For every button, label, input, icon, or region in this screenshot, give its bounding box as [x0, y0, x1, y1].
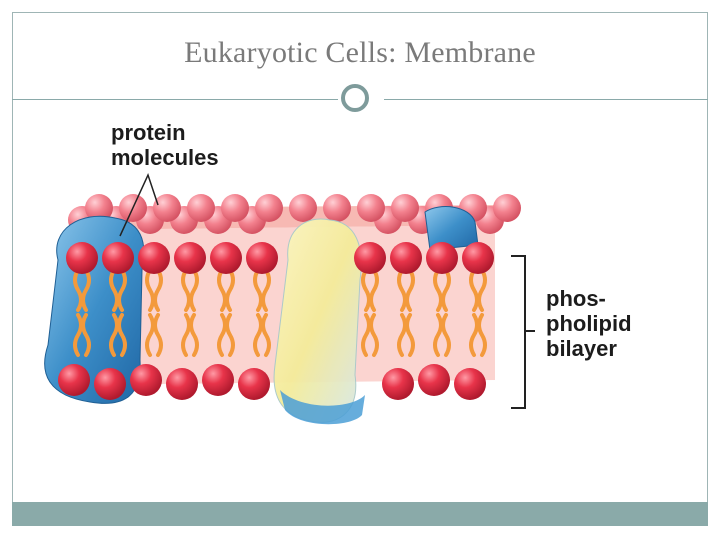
lipid-tail-upper: [225, 268, 235, 312]
phosphate-head: [153, 194, 181, 222]
lipid-tail-lower: [153, 313, 163, 357]
phosphate-head: [238, 368, 270, 400]
label-protein-molecules: protein molecules: [111, 120, 219, 170]
back-phosphate-heads: [68, 194, 521, 234]
phosphate-head: [391, 194, 419, 222]
protein-channel-base: [280, 390, 365, 425]
lipid-tail-lower: [117, 313, 127, 357]
phosphate-head: [462, 242, 494, 274]
title-divider-left: [12, 99, 338, 100]
phosphate-head: [85, 194, 113, 222]
lipid-tail-upper: [109, 268, 119, 312]
phosphate-head: [58, 364, 90, 396]
phosphate-head: [390, 242, 422, 274]
phosphate-head: [130, 364, 162, 396]
phosphate-head: [102, 242, 134, 274]
lipid-tail-lower: [441, 313, 451, 357]
lipid-tail-upper: [261, 268, 271, 312]
lipid-tail-upper: [81, 268, 91, 312]
lipid-tail-lower: [397, 313, 407, 357]
lipid-tail-upper: [405, 268, 415, 312]
lipid-tail-upper: [361, 268, 371, 312]
phosphate-head: [426, 242, 458, 274]
phosphate-head: [418, 364, 450, 396]
phosphate-head: [174, 242, 206, 274]
protein-pointer: [119, 172, 159, 237]
phosphate-head: [354, 242, 386, 274]
lipid-tail-lower: [261, 313, 271, 357]
lipid-tail-lower: [109, 313, 119, 357]
title-ring-ornament: [341, 84, 369, 112]
phosphate-head: [493, 194, 521, 222]
lipid-tail-lower: [369, 313, 379, 357]
lipid-tail-lower: [477, 313, 487, 357]
lipid-tail-upper: [253, 268, 263, 312]
phosphate-head: [210, 242, 242, 274]
lipid-tail-upper: [477, 268, 487, 312]
lipid-tail-lower: [253, 313, 263, 357]
label-phospholipid-bilayer: phos- pholipid bilayer: [546, 286, 632, 361]
lipid-tail-lower: [81, 313, 91, 357]
lipid-tail-upper: [153, 268, 163, 312]
protein-molecule-right: [424, 206, 479, 251]
phosphate-head: [94, 368, 126, 400]
lipid-tail-lower: [145, 313, 155, 357]
lipid-tail-upper: [217, 268, 227, 312]
lipid-tail-upper: [73, 268, 83, 312]
lipid-tail-upper: [181, 268, 191, 312]
phosphate-head: [289, 194, 317, 222]
footer-bar: [12, 502, 708, 526]
phosphate-head: [357, 194, 385, 222]
phosphate-head: [221, 194, 249, 222]
phosphate-head: [66, 242, 98, 274]
lipid-tail-upper: [189, 268, 199, 312]
slide-title: Eukaryotic Cells: Membrane: [184, 36, 536, 69]
lipid-tail-upper: [433, 268, 443, 312]
membrane-diagram: [44, 172, 535, 425]
lipid-tail-upper: [397, 268, 407, 312]
phosphate-head: [382, 368, 414, 400]
phosphate-head: [202, 364, 234, 396]
phosphate-head: [454, 368, 486, 400]
phosphate-head: [255, 194, 283, 222]
bilayer-bracket: [511, 255, 526, 409]
phosphate-head: [323, 194, 351, 222]
lipid-tail-lower: [189, 313, 199, 357]
lipid-tail-upper: [469, 268, 479, 312]
title-divider-right: [384, 99, 708, 100]
lipid-tail-lower: [217, 313, 227, 357]
lipid-tail-upper: [441, 268, 451, 312]
lipid-tail-lower: [225, 313, 235, 357]
lipid-tail-upper: [369, 268, 379, 312]
lipid-tail-lower: [361, 313, 371, 357]
phosphate-head: [166, 368, 198, 400]
phosphate-head: [246, 242, 278, 274]
lipid-tail-upper: [145, 268, 155, 312]
lipid-tail-lower: [181, 313, 191, 357]
lipid-tail-lower: [469, 313, 479, 357]
lipid-tail-lower: [433, 313, 443, 357]
lipid-tail-lower: [405, 313, 415, 357]
lipid-tails: [73, 268, 487, 357]
front-phosphate-heads: [58, 242, 494, 400]
phosphate-head: [138, 242, 170, 274]
lipid-tail-upper: [117, 268, 127, 312]
phosphate-head: [187, 194, 215, 222]
lipid-tail-lower: [73, 313, 83, 357]
